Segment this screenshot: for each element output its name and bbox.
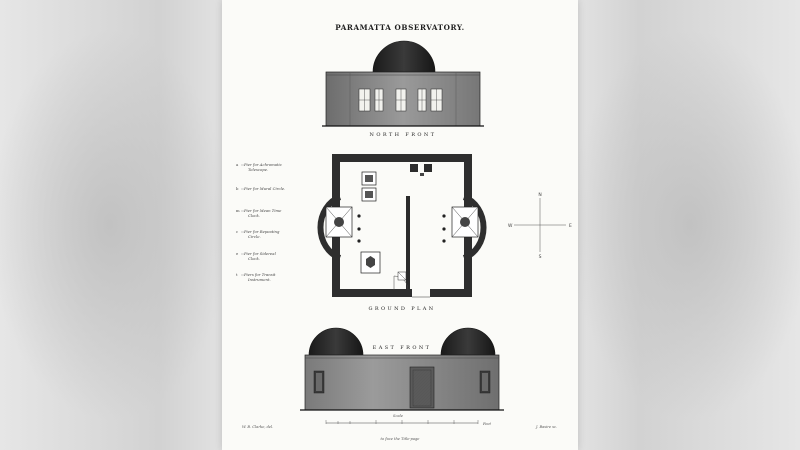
compass-s: S: [539, 254, 542, 260]
legend-line-5b: Clock.: [248, 256, 260, 261]
legend-line-3a: Pier for Mean Time: [243, 208, 282, 213]
credit-right: J. Basire sc.: [535, 425, 557, 429]
legend-num-4: c: [236, 229, 238, 234]
legend-line-2a: Pier for Mural Circle.: [243, 186, 285, 191]
credit-left: W. B. Clarke, del.: [242, 425, 273, 429]
compass-n: N: [538, 192, 541, 198]
east-wall: [304, 354, 500, 411]
compass-w: W: [508, 223, 513, 229]
legend-line-1a: Pier for Achromatic: [243, 162, 283, 167]
north-front-elevation: [322, 40, 484, 127]
legend-line-5a: Pier for Sidereal: [243, 251, 277, 256]
west-pier-dots: [357, 214, 361, 243]
legend-num-6: t: [236, 272, 238, 277]
legend-line-6a: Piers for Transit: [243, 272, 276, 277]
legend-line-1b: Telescope.: [248, 167, 268, 172]
legend-line-4a: Pier for Repeating: [243, 229, 280, 234]
footer-note: to face the Title-page: [381, 437, 420, 441]
legend-line-4b: Circle.: [248, 234, 261, 239]
legend-line-6b: Instrument.: [247, 277, 271, 282]
central-partition: [406, 196, 410, 290]
legend-num-2: b: [236, 186, 239, 191]
east-pier-dots: [442, 214, 446, 243]
ground-plan-caption: GROUND PLAN: [368, 306, 435, 312]
ground-plan: [317, 154, 487, 298]
plate-title: PARAMATTA OBSERVATORY.: [335, 23, 464, 32]
north-front-caption: NORTH FRONT: [370, 132, 437, 138]
legend-num-1: a: [236, 162, 239, 167]
scale-bar: Scale Feet: [325, 414, 492, 426]
scale-label: Scale: [393, 414, 403, 418]
east-front-elevation: [300, 327, 504, 411]
compass-e: E: [569, 223, 572, 229]
legend-num-5: e: [236, 251, 239, 256]
east-dome-left: [308, 327, 364, 356]
legend-line-3b: Clock.: [248, 213, 260, 218]
east-front-caption: EAST FRONT: [373, 345, 432, 351]
legend: a Pier for Achromatic Telescope. b Pier …: [236, 162, 285, 282]
scale-feet: Feet: [482, 422, 492, 426]
compass-rose: N S E W: [508, 192, 572, 260]
north-dome: [372, 40, 436, 73]
legend-num-3: m: [236, 208, 240, 213]
east-dome-right: [440, 327, 496, 356]
